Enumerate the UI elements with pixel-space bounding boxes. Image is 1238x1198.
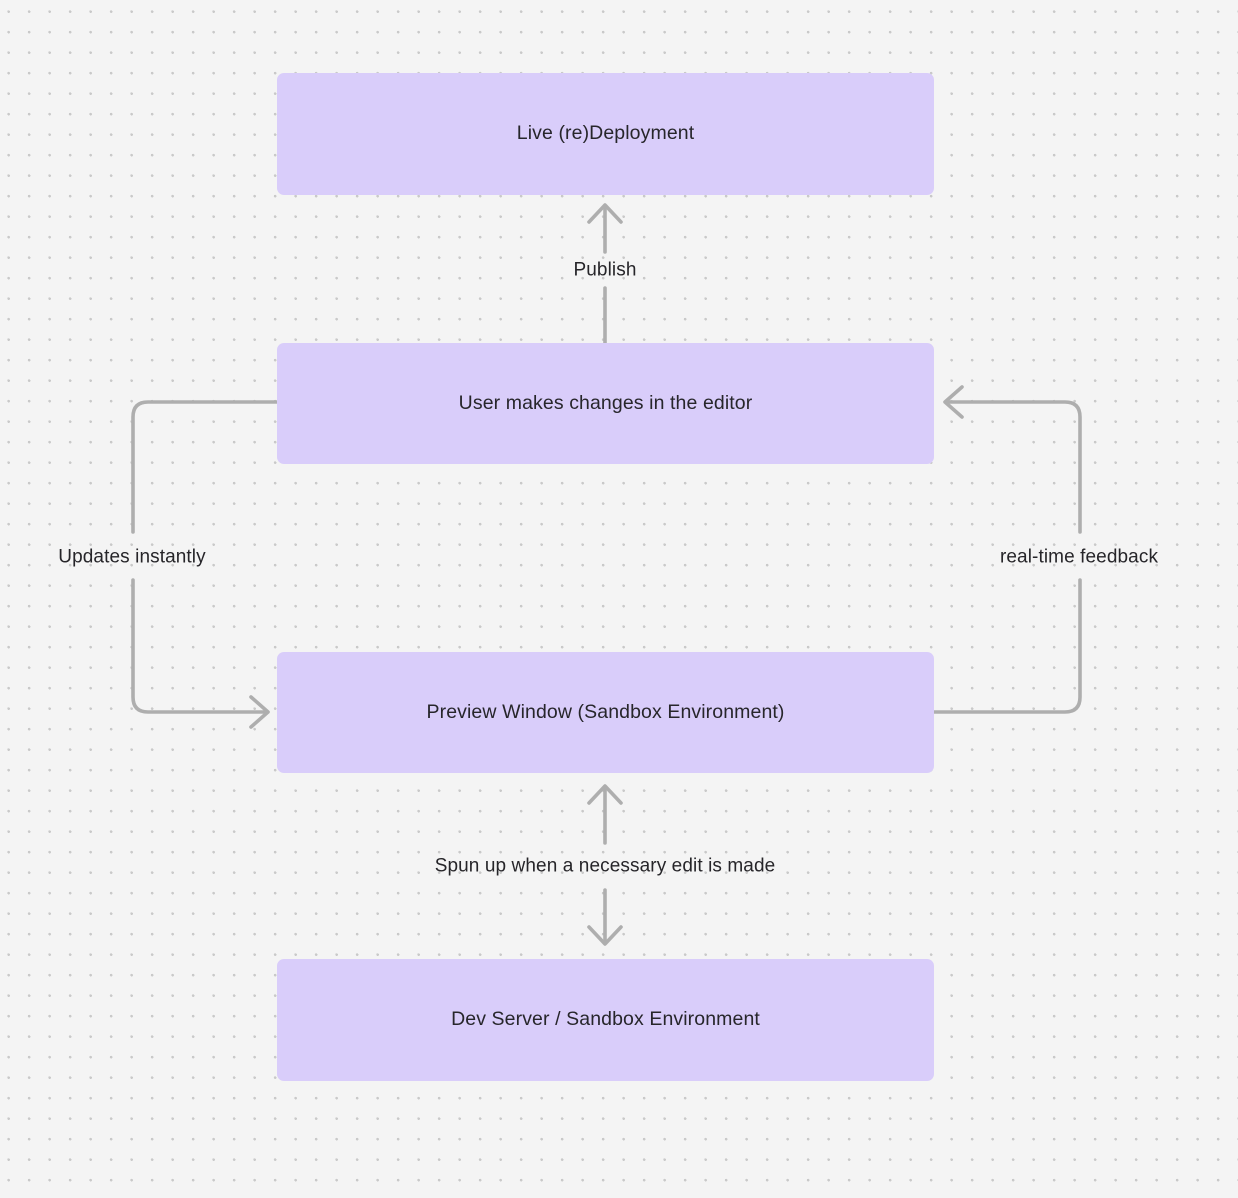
node-preview-window[interactable]: Preview Window (Sandbox Environment) — [277, 652, 934, 773]
edge-updates-upper-segment — [131, 400, 279, 534]
edge-publish-arrowhead-up — [587, 203, 623, 224]
node-live-deployment[interactable]: Live (re)Deployment — [277, 73, 934, 195]
edge-label-updates-instantly: Updates instantly — [58, 546, 206, 568]
edge-feedback-upper-segment — [946, 400, 1082, 534]
node-dev-server[interactable]: Dev Server / Sandbox Environment — [277, 959, 934, 1081]
edge-label-real-time-feedback: real-time feedback — [999, 546, 1159, 568]
node-user-edits[interactable]: User makes changes in the editor — [277, 343, 934, 464]
edge-spunup-arrowhead-down — [587, 925, 623, 946]
edge-updates-lower-segment — [131, 578, 267, 714]
edge-feedback-lower-segment — [932, 578, 1082, 714]
edge-label-spun-up: Spun up when a necessary edit is made — [434, 855, 776, 877]
node-live-deployment-label: Live (re)Deployment — [516, 122, 695, 145]
node-preview-window-label: Preview Window (Sandbox Environment) — [426, 700, 785, 723]
edge-spunup-arrowhead-up — [587, 784, 623, 805]
edge-feedback-arrowhead-left — [943, 385, 964, 419]
edge-label-publish: Publish — [573, 259, 637, 281]
node-user-edits-label: User makes changes in the editor — [458, 391, 753, 414]
edge-updates-arrowhead-right — [249, 695, 270, 729]
node-dev-server-label: Dev Server / Sandbox Environment — [451, 1008, 760, 1031]
